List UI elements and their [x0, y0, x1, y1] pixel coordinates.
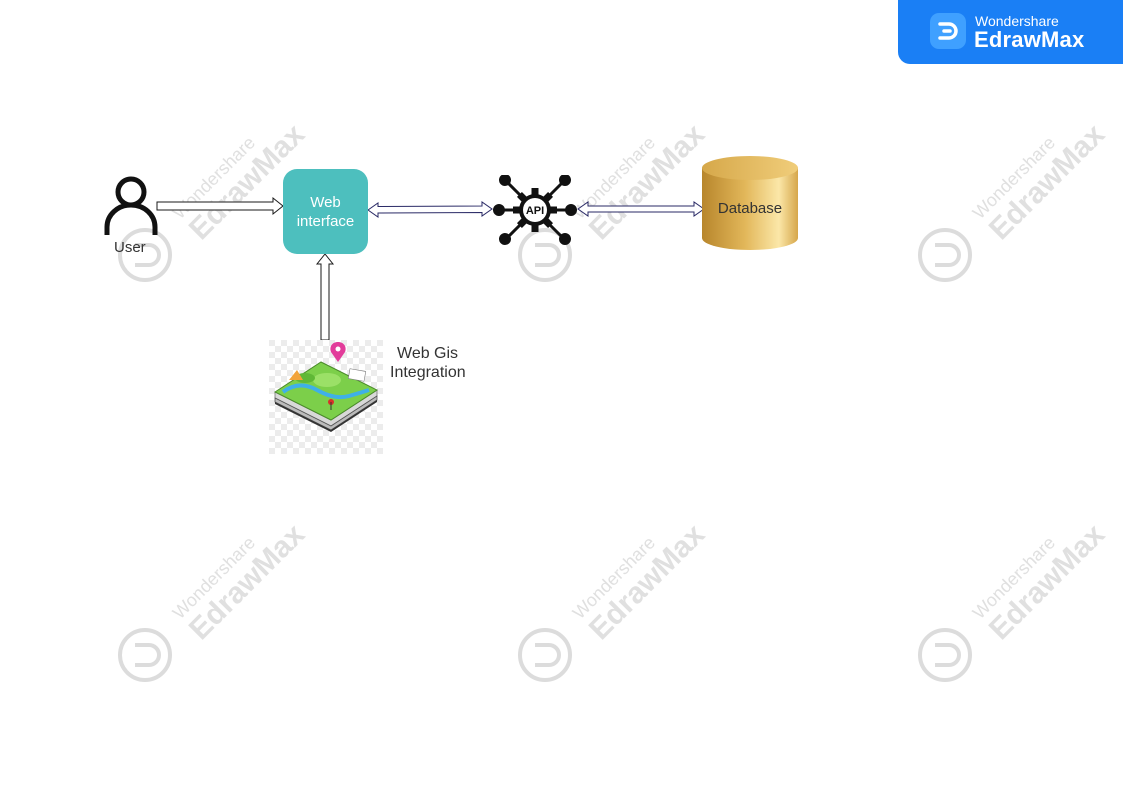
arrow-user-to-web: [156, 196, 284, 216]
api-label: API: [526, 205, 544, 217]
badge-line1: Wondershare: [975, 13, 1059, 29]
edrawmax-logo-icon: [930, 13, 966, 49]
gis-label-line1: Web Gis: [397, 345, 459, 362]
badge-line2: EdrawMax: [974, 27, 1085, 52]
user-label: User: [114, 239, 146, 256]
edrawmax-badge: Wondershare EdrawMax: [898, 0, 1123, 64]
database-icon: [702, 156, 798, 250]
arrow-api-database: [577, 201, 705, 217]
api-icon: API: [493, 175, 577, 245]
user-icon: [104, 176, 158, 235]
gis-label-line2: Integration: [390, 364, 466, 381]
gis-map-icon: [269, 340, 383, 454]
web-interface-label: Web interface: [296, 193, 355, 230]
database-label: Database: [717, 200, 783, 217]
web-interface-node[interactable]: Web interface: [283, 169, 368, 254]
arrow-gis-to-web: [315, 253, 335, 341]
arrow-web-api: [367, 201, 493, 218]
